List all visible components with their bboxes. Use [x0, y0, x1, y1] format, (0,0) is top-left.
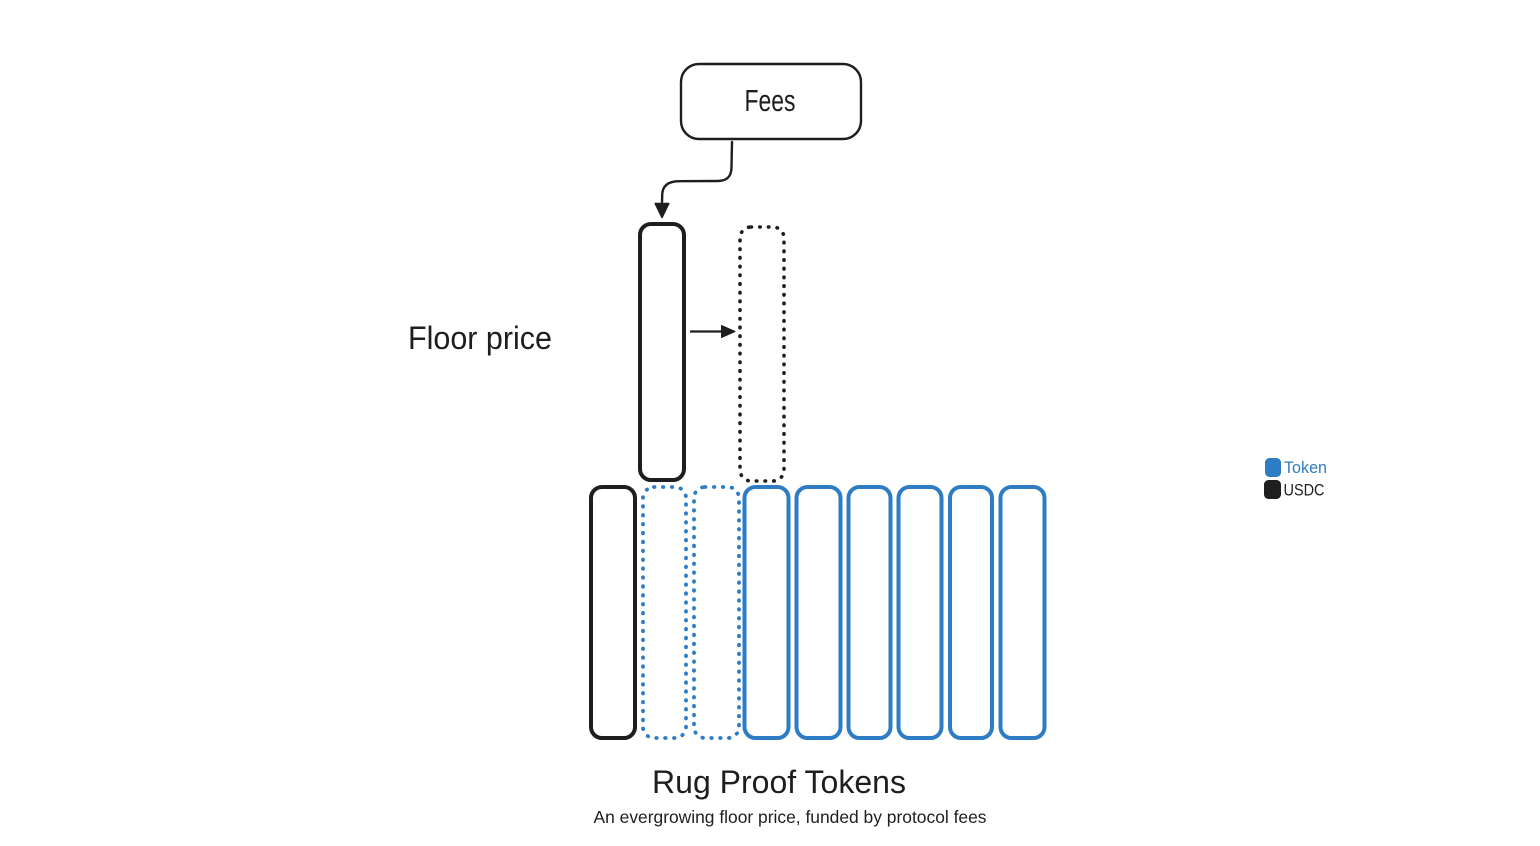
svg-text:USDC: USDC	[1284, 481, 1325, 500]
svg-text:Token: Token	[1284, 458, 1327, 477]
svg-text:An evergrowing floor price, fu: An evergrowing floor price, funded by pr…	[594, 807, 987, 827]
svg-text:Floor price: Floor price	[408, 320, 552, 356]
svg-text:Fees: Fees	[745, 83, 796, 118]
svg-text:Rug Proof Tokens: Rug Proof Tokens	[652, 764, 906, 800]
